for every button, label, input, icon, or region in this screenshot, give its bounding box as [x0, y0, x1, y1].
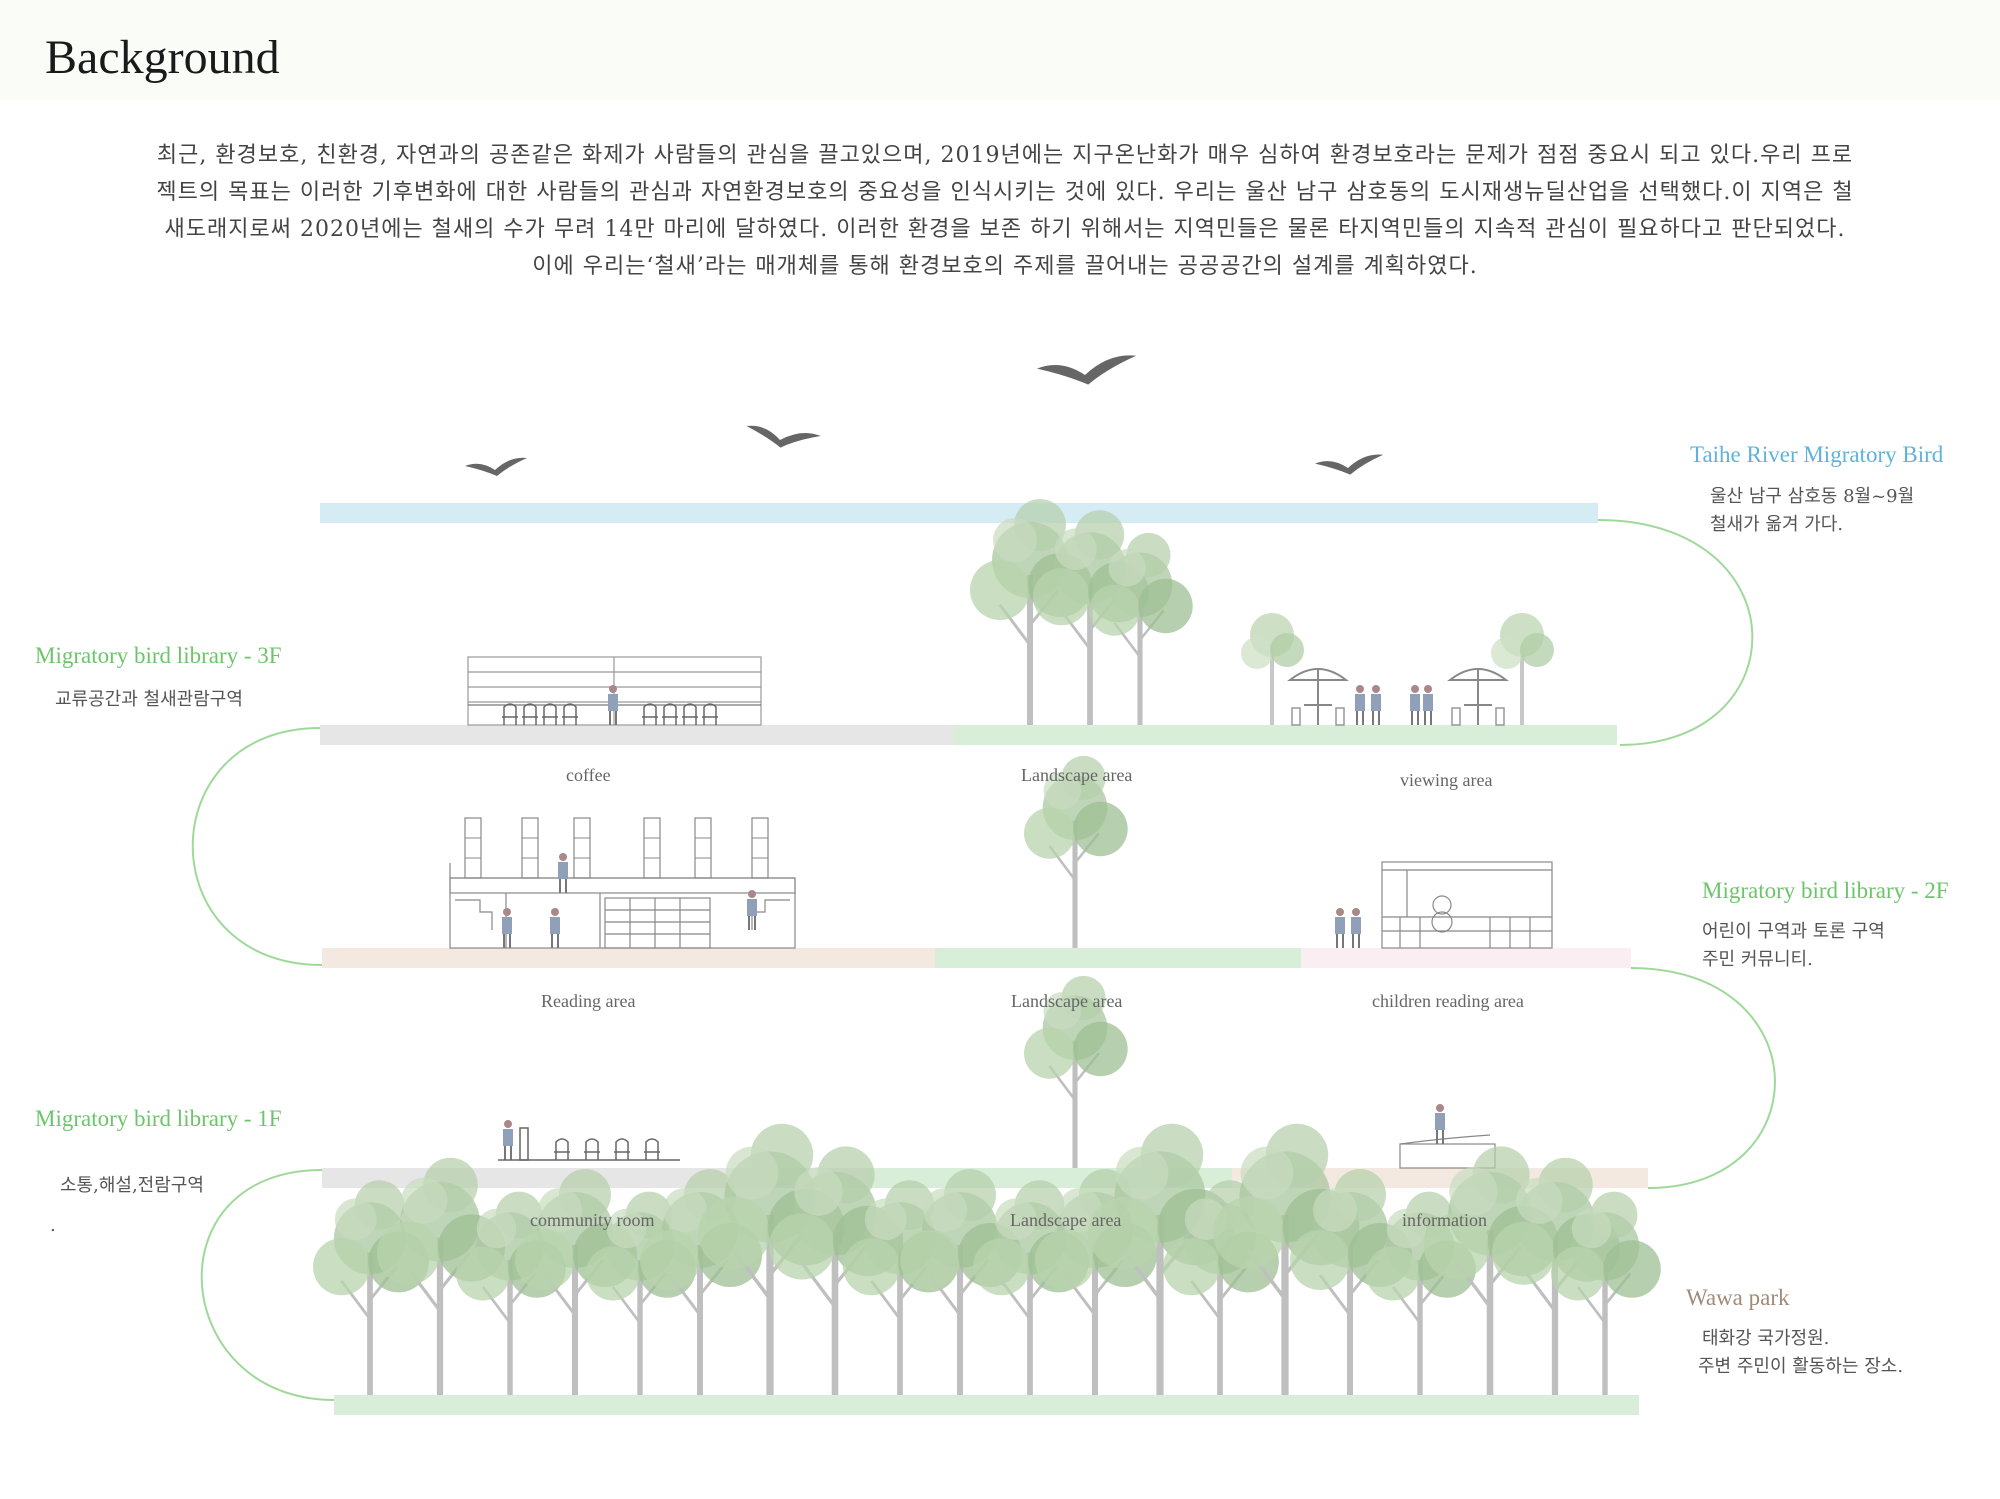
umbrella-table-icon [1449, 668, 1507, 726]
floor1-zone-information: information [1402, 1210, 1487, 1230]
floor1-heading: Migratory bird library - 1F [35, 1106, 282, 1131]
children-reading-room [1381, 861, 1553, 949]
curve-left-middle [191, 727, 323, 966]
person-icon [1334, 907, 1346, 949]
floor2-heading: Migratory bird library - 2F [1702, 878, 1949, 903]
person-icon [607, 684, 619, 726]
person-icon [1409, 684, 1421, 726]
bird-icon [465, 457, 527, 476]
floor3-heading: Migratory bird library - 3F [35, 643, 282, 668]
floor2-zone-children: children reading area [1372, 991, 1524, 1011]
park-band-green [334, 1395, 1639, 1415]
floor3-band-grey [320, 725, 953, 745]
park-forest [311, 1122, 1663, 1397]
taihe-heading: Taihe River Migratory Bird [1690, 442, 1944, 467]
person-icon [501, 907, 513, 949]
floor3-desc: 교류공간과 철새관람구역 [55, 689, 243, 710]
floor1-zone-community: community room [530, 1210, 655, 1230]
floor2-line1: 어린이 구역과 토론 구역 [1702, 921, 1885, 942]
header-band [0, 0, 2000, 100]
curve-right-top [1597, 519, 1754, 746]
floor2-band-pink [1301, 948, 1631, 968]
floor1-zone-landscape: Landscape area [1010, 1210, 1122, 1230]
page-title: Background [45, 31, 280, 84]
intro-paragraph: 최근, 환경보호, 친환경, 자연과의 공존같은 화제가 사람들의 관심을 끌고… [156, 143, 1854, 279]
bird-icon [743, 416, 821, 457]
umbrella-table-icon [1289, 668, 1347, 726]
person-icon [549, 907, 561, 949]
sky-band [320, 503, 1598, 523]
curve-right-lower [1630, 967, 1776, 1189]
park-line2: 주변 주민이 활동하는 장소. [1698, 1356, 1904, 1377]
floor3-zone-viewing: viewing area [1400, 770, 1493, 790]
floor2-zone-landscape: Landscape area [1011, 991, 1123, 1011]
curve-left-bottom [200, 1169, 335, 1401]
person-icon [1350, 907, 1362, 949]
bird-icon [1037, 355, 1137, 385]
person-icon [1370, 684, 1382, 726]
floor1-dot: . [50, 1215, 56, 1236]
reading-building [449, 863, 796, 949]
bird-icon [1315, 454, 1384, 475]
floor1-desc: 소통,해설,전람구역 [60, 1175, 204, 1196]
floor2-zone-reading: Reading area [541, 991, 636, 1011]
park-line1: 태화강 국가정원. [1702, 1328, 1830, 1349]
taihe-line1: 울산 남구 삼호동 8월~9월 [1710, 486, 1915, 507]
person-icon [1354, 684, 1366, 726]
taihe-line2: 철새가 옮겨 가다. [1710, 514, 1844, 535]
person-icon [1422, 684, 1434, 726]
park-heading: Wawa park [1686, 1285, 1790, 1310]
person-icon [1434, 1103, 1446, 1145]
floor2-line2: 주민 커뮤니티. [1702, 949, 1813, 970]
person-icon [502, 1119, 514, 1161]
person-icon [557, 852, 569, 894]
floor2-band-beige [322, 948, 935, 968]
floor3-zone-landscape: Landscape area [1021, 765, 1133, 785]
floor3-band-green [953, 725, 1617, 745]
floor2-band-green [935, 948, 1301, 968]
community-furniture [498, 1127, 680, 1161]
floor3-zone-coffee: coffee [566, 765, 611, 785]
